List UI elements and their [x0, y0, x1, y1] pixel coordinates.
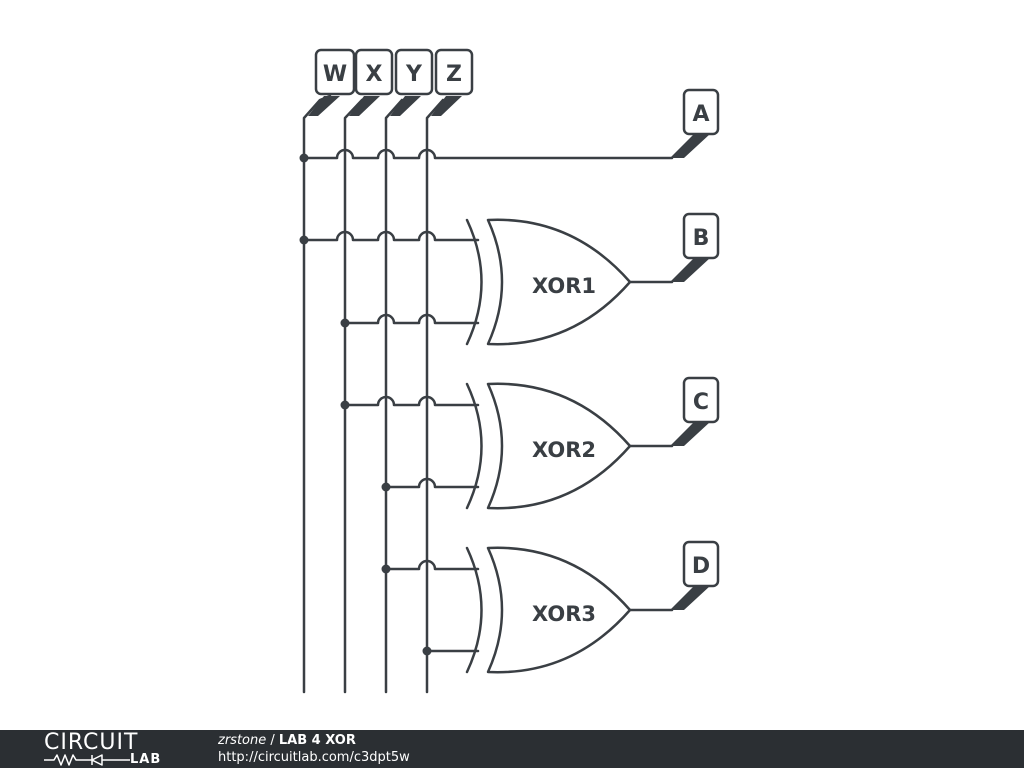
circuitlab-logo[interactable]: CIRCUIT LAB	[44, 730, 174, 767]
input-tag-y[interactable]: Y	[384, 48, 434, 694]
wire-xor1-in1	[302, 230, 480, 242]
junction-y-xor2	[381, 482, 391, 492]
input-label-x: X	[366, 62, 383, 87]
input-label-z: Z	[446, 62, 462, 87]
output-tag-c[interactable]: C	[670, 376, 720, 446]
logo-text-lab: LAB	[130, 752, 162, 767]
logo-text-circuit: CIRCUIT	[44, 730, 139, 755]
xor2-label: XOR2	[532, 438, 596, 462]
junction-x-xor1	[340, 318, 350, 328]
junction-w-xor1	[299, 235, 309, 245]
credit-separator: /	[266, 733, 279, 748]
wire-xor2-in1	[343, 395, 480, 407]
xor2-gate[interactable]: XOR2	[465, 382, 632, 510]
output-tag-d[interactable]: D	[670, 540, 720, 610]
input-label-y: Y	[405, 62, 423, 87]
circuit-url-link[interactable]: http://circuitlab.com/c3dpt5w	[218, 750, 410, 765]
junction-x-xor2	[340, 400, 350, 410]
input-tag-w[interactable]: W	[302, 48, 356, 694]
xor3-label: XOR3	[532, 602, 596, 626]
input-label-w: W	[323, 62, 347, 87]
wire-xor1-in2	[343, 313, 480, 325]
output-label-d: D	[692, 554, 710, 579]
resistor-diode-icon	[44, 754, 130, 766]
credit-line: zrstone / LAB 4 XOR	[218, 733, 356, 748]
xor1-gate[interactable]: XOR1	[465, 218, 632, 346]
wire-xor2-in2	[384, 477, 480, 489]
output-label-b: B	[693, 226, 710, 251]
output-tag-a[interactable]: A	[670, 88, 720, 158]
author-link[interactable]: zrstone	[218, 733, 267, 748]
footer-bar: CIRCUIT LAB zrstone / LAB 4 XOR http://c…	[0, 730, 1024, 768]
junction-w-a	[299, 153, 309, 163]
junction-z-xor3	[422, 646, 432, 656]
output-label-c: C	[693, 390, 709, 415]
wire-xor3-in1	[384, 559, 480, 571]
input-tag-x[interactable]: X	[343, 48, 394, 694]
output-label-a: A	[692, 102, 709, 127]
xor3-gate[interactable]: XOR3	[465, 546, 632, 674]
input-tag-z[interactable]: Z	[425, 48, 474, 694]
circuit-title: LAB 4 XOR	[278, 733, 356, 748]
circuit-schematic: W X Y Z XOR1 XOR2	[299, 48, 720, 694]
output-tag-b[interactable]: B	[670, 212, 720, 282]
wire-a	[302, 148, 674, 160]
xor1-label: XOR1	[532, 274, 596, 298]
junction-y-xor3	[381, 564, 391, 574]
